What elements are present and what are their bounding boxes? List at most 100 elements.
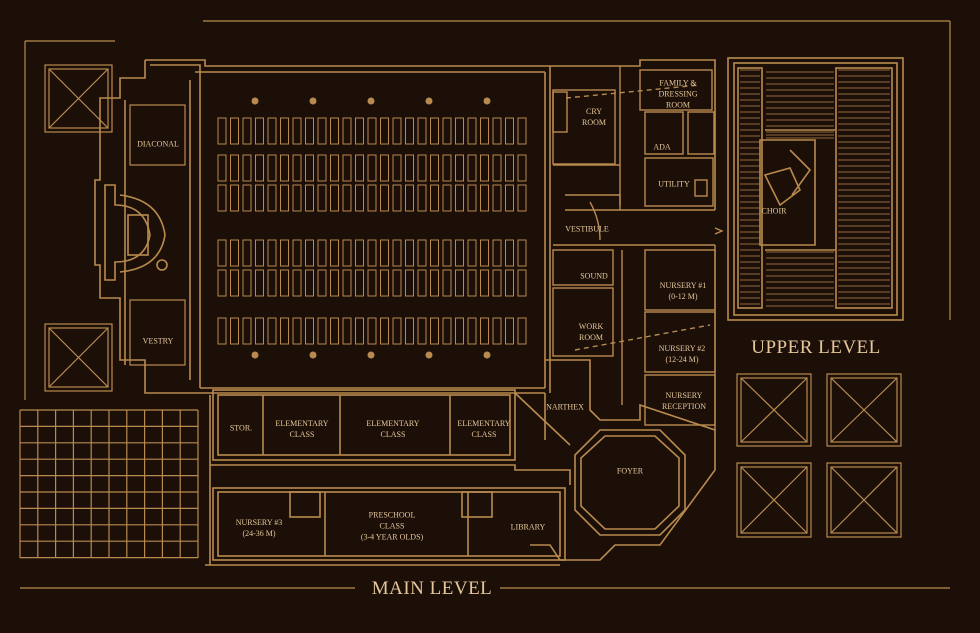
pew	[267, 317, 277, 345]
pew	[405, 154, 414, 182]
pew	[492, 184, 502, 212]
pillar	[251, 351, 259, 359]
pew	[492, 269, 502, 297]
pew	[280, 154, 289, 182]
pew	[442, 317, 452, 345]
pew	[292, 239, 302, 267]
pew	[280, 239, 289, 267]
pew	[267, 117, 277, 145]
pew	[267, 154, 277, 182]
pillar	[425, 97, 433, 105]
level-title-upper: UPPER LEVEL	[751, 337, 881, 358]
pew	[217, 317, 227, 345]
pew	[480, 317, 489, 345]
pew	[330, 317, 339, 345]
pew	[367, 184, 377, 212]
pew	[292, 154, 302, 182]
pew	[292, 117, 302, 145]
pew	[455, 117, 464, 145]
pew	[330, 154, 339, 182]
pew	[242, 239, 252, 267]
pillar	[309, 351, 317, 359]
pew	[380, 239, 389, 267]
pew	[355, 317, 364, 345]
column-box-right-1	[736, 373, 812, 447]
pew	[430, 317, 439, 345]
room-label-diaconal: DIACONAL	[137, 139, 179, 149]
pew	[342, 269, 352, 297]
pew	[355, 269, 364, 297]
pew	[517, 154, 527, 182]
pillar	[483, 351, 491, 359]
pew	[480, 117, 489, 145]
pew	[317, 154, 327, 182]
room-label-library: LIBRARY	[510, 522, 546, 532]
pew	[467, 239, 477, 267]
pew	[505, 154, 514, 182]
room-label-nursery-2: NURSERY #2 (12-24 M)	[658, 344, 706, 364]
pew	[355, 184, 364, 212]
pew	[367, 317, 377, 345]
pew	[230, 117, 239, 145]
pew	[480, 184, 489, 212]
pew	[455, 154, 464, 182]
pew	[255, 239, 264, 267]
east-rooms	[552, 66, 724, 430]
pew	[230, 154, 239, 182]
pew	[380, 117, 389, 145]
pew	[455, 317, 464, 345]
pew	[455, 239, 464, 267]
pillars	[251, 97, 491, 359]
pew	[467, 269, 477, 297]
pew	[430, 269, 439, 297]
pew	[242, 184, 252, 212]
pew	[305, 184, 314, 212]
pew	[217, 117, 227, 145]
pew	[380, 184, 389, 212]
pew	[255, 117, 264, 145]
pew	[505, 117, 514, 145]
pew	[417, 117, 427, 145]
classroom-wing	[205, 389, 571, 566]
room-label-nursery-1: NURSERY #1 (0-12 M)	[659, 281, 707, 301]
pew	[355, 239, 364, 267]
pew	[492, 117, 502, 145]
pew	[417, 154, 427, 182]
pew	[217, 239, 227, 267]
pew	[292, 317, 302, 345]
pew	[455, 269, 464, 297]
pillar	[367, 351, 375, 359]
pew	[317, 269, 327, 297]
room-label-elementary-1: ELEMENTARY CLASS	[275, 419, 329, 439]
pew	[492, 317, 502, 345]
pew	[417, 269, 427, 297]
pew	[492, 239, 502, 267]
pew	[267, 269, 277, 297]
pew	[442, 154, 452, 182]
pew	[292, 184, 302, 212]
pew	[280, 317, 289, 345]
pew	[280, 269, 289, 297]
pew	[442, 117, 452, 145]
pew	[467, 117, 477, 145]
column-box-right-2	[826, 373, 902, 447]
pew	[517, 184, 527, 212]
pew	[392, 184, 402, 212]
pew	[230, 239, 239, 267]
pew	[255, 154, 264, 182]
pew	[330, 239, 339, 267]
pew	[467, 154, 477, 182]
pew	[267, 239, 277, 267]
pew	[367, 239, 377, 267]
room-label-cry-room: CRY ROOM	[581, 107, 607, 127]
pew	[305, 117, 314, 145]
room-label-work-room: WORK ROOM	[578, 322, 604, 342]
pillar	[309, 97, 317, 105]
pillar	[483, 97, 491, 105]
pew	[355, 154, 364, 182]
vestry-room	[129, 299, 186, 366]
pew	[442, 184, 452, 212]
pew	[367, 269, 377, 297]
pew	[380, 154, 389, 182]
